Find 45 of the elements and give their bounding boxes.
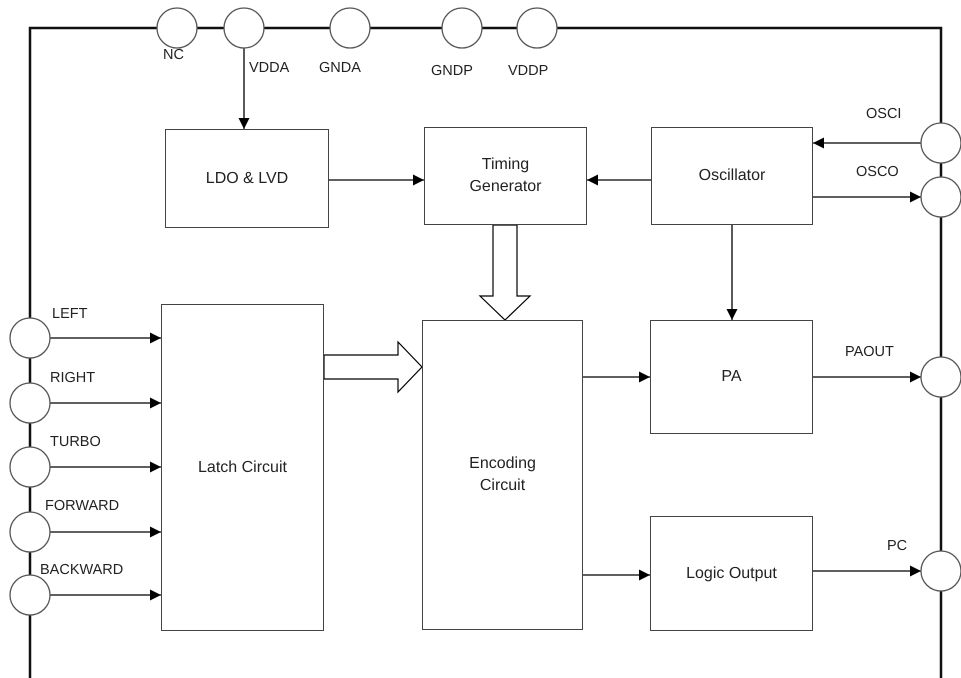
pin-label: RIGHT bbox=[50, 370, 96, 386]
pin-label: FORWARD bbox=[45, 498, 120, 514]
arrow bbox=[50, 462, 161, 472]
block-box bbox=[161, 304, 324, 631]
arrow bbox=[50, 398, 161, 408]
block-label: PA bbox=[721, 367, 742, 388]
block-box bbox=[424, 127, 587, 225]
arrow bbox=[813, 192, 921, 202]
pin-label: PAOUT bbox=[845, 344, 894, 360]
arrow bbox=[238, 48, 250, 129]
block-label: Encoding Circuit bbox=[468, 454, 537, 496]
arrow bbox=[329, 174, 424, 186]
block-box bbox=[651, 127, 813, 225]
arrow bbox=[813, 138, 921, 148]
arrow bbox=[50, 332, 161, 344]
arrow bbox=[583, 570, 650, 580]
block-box bbox=[165, 129, 329, 228]
bus-arrow bbox=[478, 224, 532, 321]
arrow bbox=[583, 372, 650, 382]
pin-label: VDDP bbox=[508, 63, 548, 79]
arrow bbox=[50, 526, 161, 538]
pin-label: GNDA bbox=[319, 60, 361, 76]
block-label: LDO & LVD bbox=[206, 168, 288, 189]
block-box bbox=[650, 320, 813, 434]
pin-label: GNDP bbox=[431, 63, 473, 79]
pin-label: BACKWARD bbox=[40, 562, 124, 578]
pin-label: OSCI bbox=[866, 106, 902, 122]
arrow bbox=[813, 566, 921, 576]
arrow bbox=[50, 590, 161, 600]
block-label: Logic Output bbox=[686, 564, 777, 584]
pin-label: PC bbox=[887, 538, 908, 554]
arrow bbox=[587, 174, 651, 186]
bus-arrow bbox=[323, 340, 423, 394]
pin-label: NC bbox=[163, 47, 184, 63]
block-box bbox=[650, 516, 813, 631]
pin-label: TURBO bbox=[50, 434, 101, 450]
block-label: Latch Circuit bbox=[198, 458, 287, 478]
pin-label: VDDA bbox=[249, 60, 290, 76]
arrow bbox=[813, 372, 921, 382]
arrow bbox=[726, 225, 738, 320]
pin-label: LEFT bbox=[52, 306, 88, 322]
block-label: Timing Generator bbox=[468, 155, 543, 197]
block-box bbox=[422, 320, 583, 630]
pin-label: OSCO bbox=[856, 164, 899, 180]
block-label: Oscillator bbox=[698, 166, 766, 186]
